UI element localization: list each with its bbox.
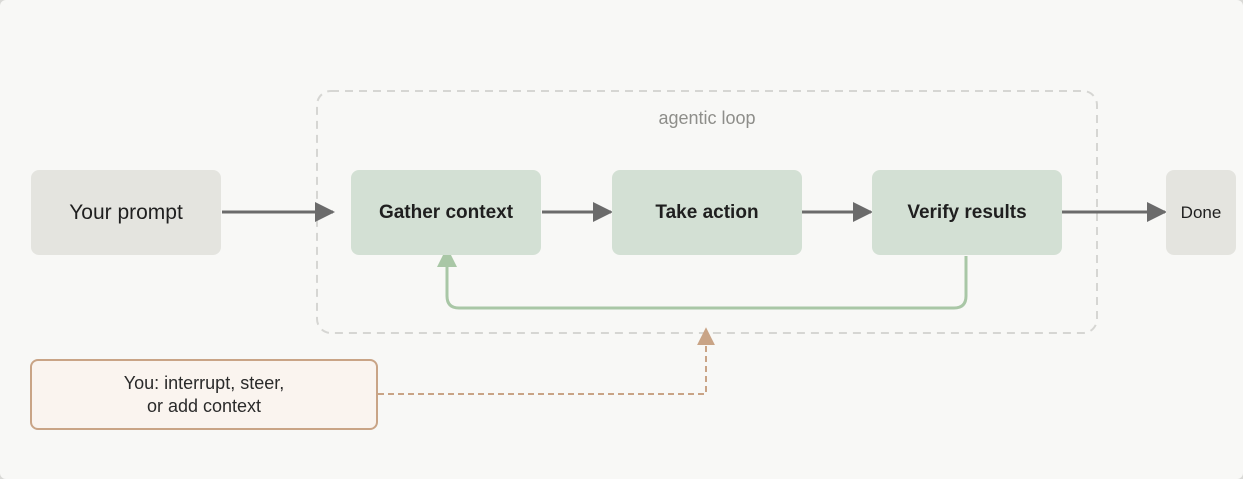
take-action-node: Take action (612, 170, 802, 255)
user-intervention-node: You: interrupt, steer, or add context (30, 359, 378, 430)
loop-back-arrow (437, 247, 968, 310)
done-node: Done (1166, 170, 1236, 255)
user-intervention-line1: You: interrupt, steer, (123, 372, 285, 393)
gather-context-node: Gather context (351, 170, 541, 255)
agentic-loop-label: agentic loop (658, 108, 756, 128)
verify-results-node: Verify results (872, 170, 1062, 255)
your-prompt-node: Your prompt (31, 170, 221, 255)
user-steer-arrow (378, 327, 715, 395)
user-intervention-line2: or add context (146, 395, 262, 416)
